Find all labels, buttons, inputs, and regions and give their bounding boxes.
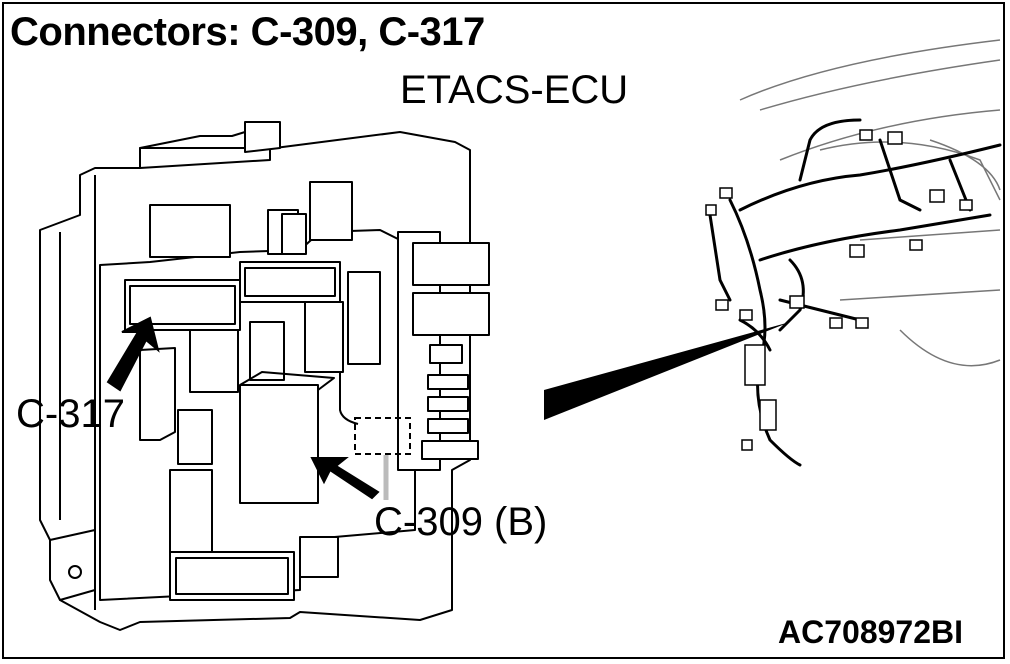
- location-pointer: [544, 322, 790, 420]
- ecu-label: ETACS-ECU: [400, 68, 629, 112]
- c309-hidden-connector: [339, 372, 411, 500]
- vehicle-harness-view: [739, 39, 1001, 367]
- etacs-ecu-unit: [39, 121, 490, 631]
- callout-c317-label: C-317: [16, 392, 125, 436]
- c309-arrow: [310, 457, 380, 500]
- diagram-title: Connectors: C-309, C-317: [10, 10, 485, 54]
- c317-arrow: [106, 316, 160, 392]
- figure-id: AC708972BI: [778, 614, 963, 650]
- harness-connectors: [705, 129, 973, 451]
- callout-c309-label: C-309 (B): [374, 500, 548, 544]
